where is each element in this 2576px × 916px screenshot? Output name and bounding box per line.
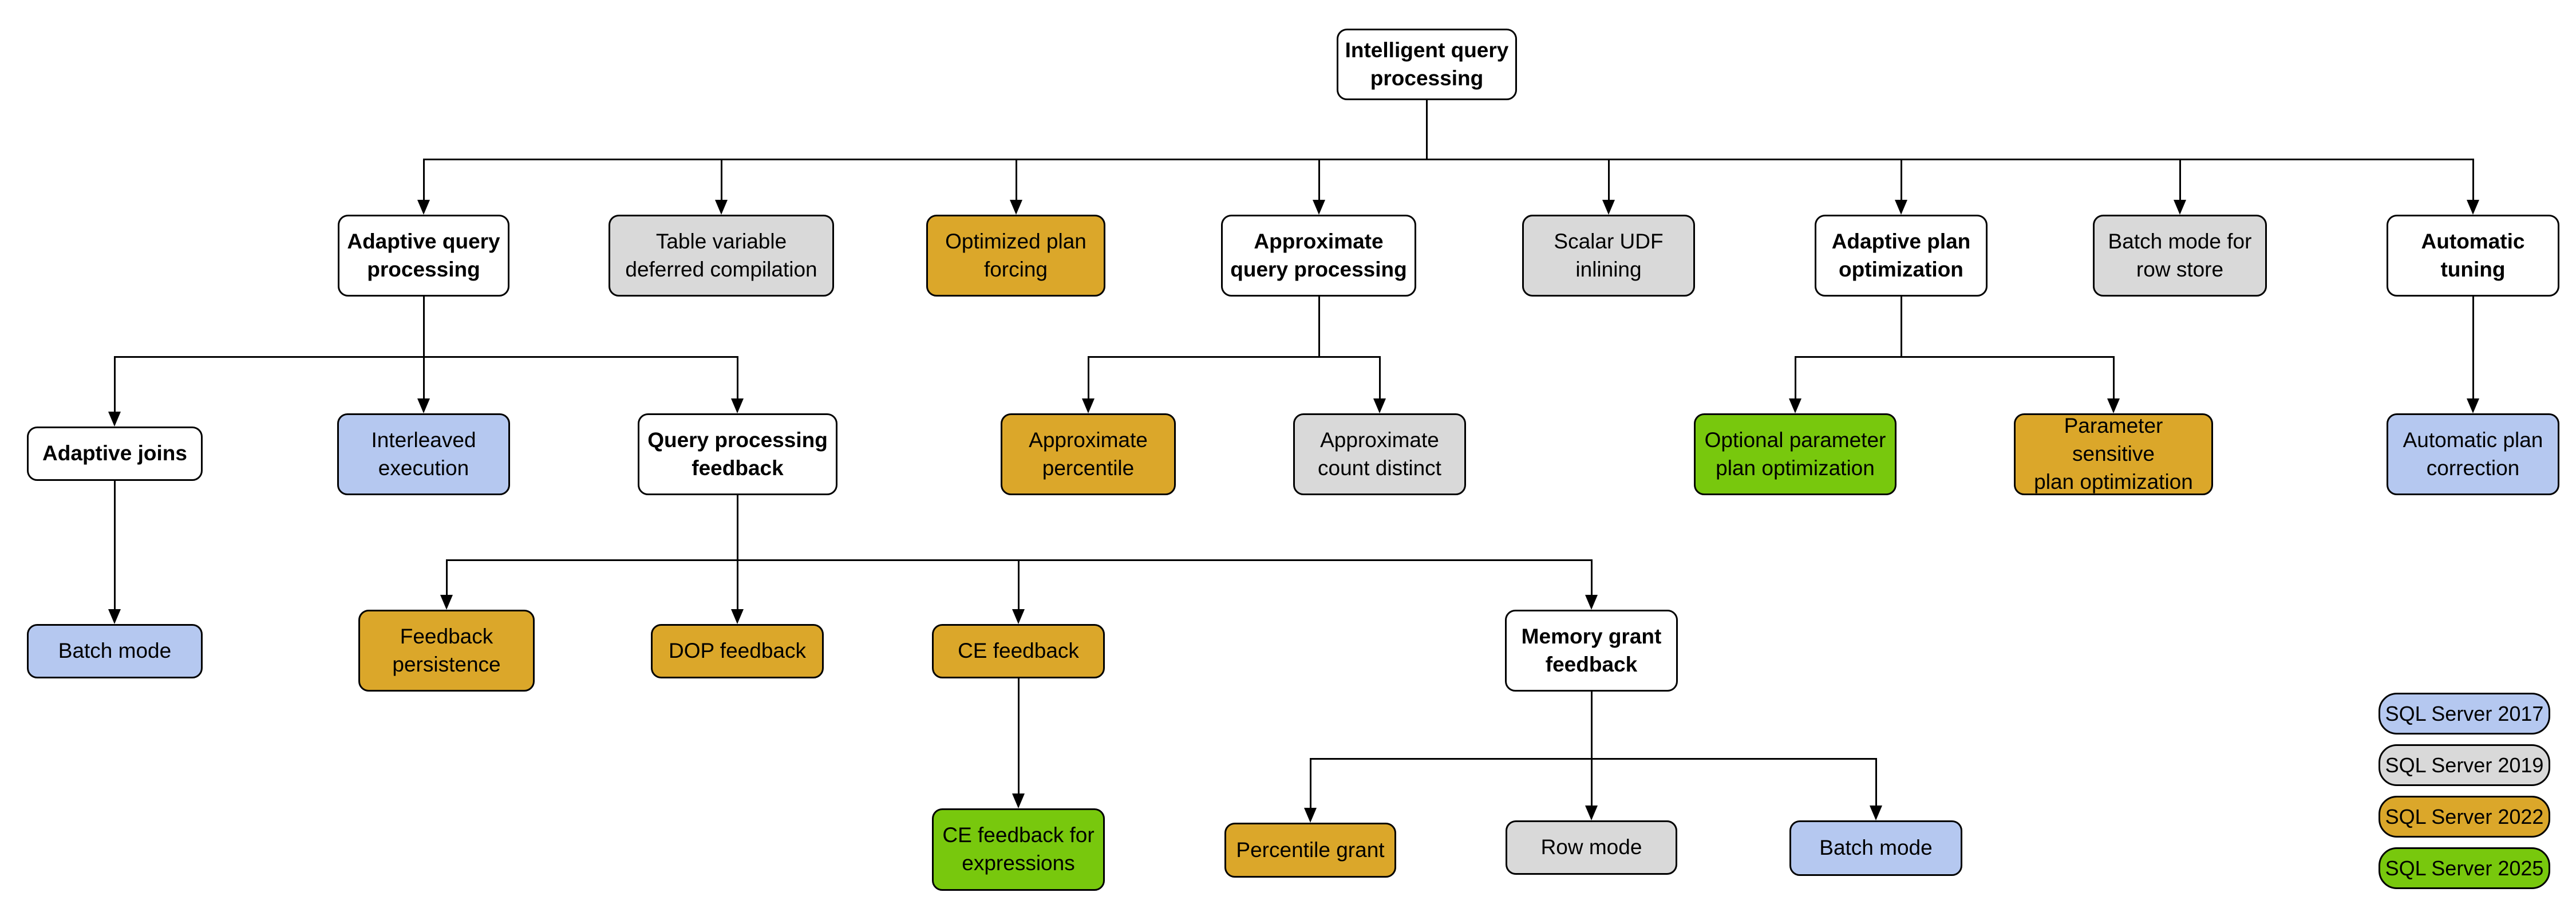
legend-sql-server-2025: SQL Server 2025 <box>2379 847 2550 889</box>
connector-line <box>446 559 1592 561</box>
arrowhead-icon <box>1870 806 1882 820</box>
connector-line <box>1018 678 1020 796</box>
node-automatic-tuning: Automatic tuning <box>2387 215 2559 297</box>
connector-line <box>1875 758 1877 808</box>
arrowhead-icon <box>1012 609 1025 624</box>
connector-line <box>1016 159 1017 202</box>
legend-sql-server-2017: SQL Server 2017 <box>2379 693 2550 735</box>
arrowhead-icon <box>108 412 121 427</box>
arrowhead-icon <box>715 200 728 215</box>
arrowhead-icon <box>731 398 744 413</box>
node-approximate-count-distinct: Approximate count distinct <box>1293 413 1466 495</box>
connector-line <box>1591 758 1593 808</box>
arrowhead-icon <box>1789 398 1801 413</box>
connector-line <box>1310 758 1311 810</box>
arrowhead-icon <box>1082 398 1095 413</box>
connector-line <box>423 297 425 358</box>
node-parameter-sensitive-plan-optimization: Parameter sensitive plan optimization <box>2014 413 2213 495</box>
node-adaptive-joins: Adaptive joins <box>27 427 203 481</box>
node-row-mode: Row mode <box>1506 820 1677 875</box>
node-intelligent-query-processing: Intelligent query processing <box>1337 29 1517 100</box>
node-adaptive-query-processing: Adaptive query processing <box>338 215 509 297</box>
connector-line <box>2472 159 2474 202</box>
node-scalar-udf-inlining: Scalar UDF inlining <box>1522 215 1695 297</box>
arrowhead-icon <box>731 609 744 624</box>
arrowhead-icon <box>1010 200 1022 215</box>
node-dop-feedback: DOP feedback <box>651 624 824 678</box>
connector-line <box>1310 758 1876 760</box>
connector-line <box>737 356 738 401</box>
arrowhead-icon <box>1304 808 1317 823</box>
node-batch-mode-adaptive-joins: Batch mode <box>27 624 203 678</box>
connector-line <box>1608 159 1610 202</box>
connector-line <box>1379 356 1381 401</box>
connector-line <box>424 159 2474 160</box>
connector-line <box>423 159 425 202</box>
connector-line <box>1018 559 1020 611</box>
connector-line <box>737 559 738 611</box>
connector-line <box>114 356 116 414</box>
connector-line <box>114 356 738 358</box>
node-batch-mode-memory-grant: Batch mode <box>1789 820 1962 876</box>
connector-line <box>423 356 425 401</box>
arrowhead-icon <box>1602 200 1615 215</box>
connector-line <box>114 481 116 611</box>
node-batch-mode-for-row-store: Batch mode for row store <box>2093 215 2267 297</box>
node-query-processing-feedback: Query processing feedback <box>638 413 837 495</box>
connector-line <box>2179 159 2181 202</box>
connector-line <box>2113 356 2115 401</box>
node-approximate-query-processing: Approximate query processing <box>1221 215 1416 297</box>
connector-line <box>721 159 722 202</box>
node-table-variable-deferred-compilation: Table variable deferred compilation <box>609 215 834 297</box>
connector-line <box>1901 159 1902 202</box>
arrowhead-icon <box>2107 398 2120 413</box>
arrowhead-icon <box>1373 398 1386 413</box>
node-optional-parameter-plan-optimization: Optional parameter plan optimization <box>1694 413 1897 495</box>
node-ce-feedback-for-expressions: CE feedback for expressions <box>932 808 1105 891</box>
node-ce-feedback: CE feedback <box>932 624 1105 678</box>
node-memory-grant-feedback: Memory grant feedback <box>1505 610 1678 692</box>
arrowhead-icon <box>108 609 121 624</box>
connector-line <box>446 559 448 597</box>
arrowhead-icon <box>1012 793 1025 808</box>
connector-line <box>1591 559 1593 597</box>
arrowhead-icon <box>417 200 430 215</box>
arrowhead-icon <box>1895 200 1907 215</box>
node-approximate-percentile: Approximate percentile <box>1001 413 1176 495</box>
node-feedback-persistence: Feedback persistence <box>358 610 535 692</box>
connector-line <box>1088 356 1380 358</box>
arrowhead-icon <box>2174 200 2186 215</box>
node-optimized-plan-forcing: Optimized plan forcing <box>926 215 1105 297</box>
connector-line <box>1591 692 1593 760</box>
arrowhead-icon <box>1585 595 1598 610</box>
connector-line <box>2472 297 2474 401</box>
legend-sql-server-2019: SQL Server 2019 <box>2379 744 2550 786</box>
legend-sql-server-2022: SQL Server 2022 <box>2379 796 2550 838</box>
arrowhead-icon <box>417 398 430 413</box>
node-automatic-plan-correction: Automatic plan correction <box>2387 413 2559 495</box>
arrowhead-icon <box>1313 200 1325 215</box>
connector-line <box>1795 356 1796 401</box>
arrowhead-icon <box>2467 200 2479 215</box>
connector-line <box>1088 356 1089 401</box>
arrowhead-icon <box>2467 398 2479 413</box>
connector-line <box>1795 356 2114 358</box>
connector-line <box>1318 297 1320 358</box>
connector-line <box>1318 159 1320 202</box>
node-adaptive-plan-optimization: Adaptive plan optimization <box>1815 215 1988 297</box>
node-percentile-grant: Percentile grant <box>1224 823 1396 878</box>
arrowhead-icon <box>440 595 453 610</box>
connector-line <box>1426 100 1428 160</box>
connector-line <box>737 495 738 561</box>
arrowhead-icon <box>1585 806 1598 820</box>
node-interleaved-execution: Interleaved execution <box>337 413 510 495</box>
connector-line <box>1901 297 1902 358</box>
